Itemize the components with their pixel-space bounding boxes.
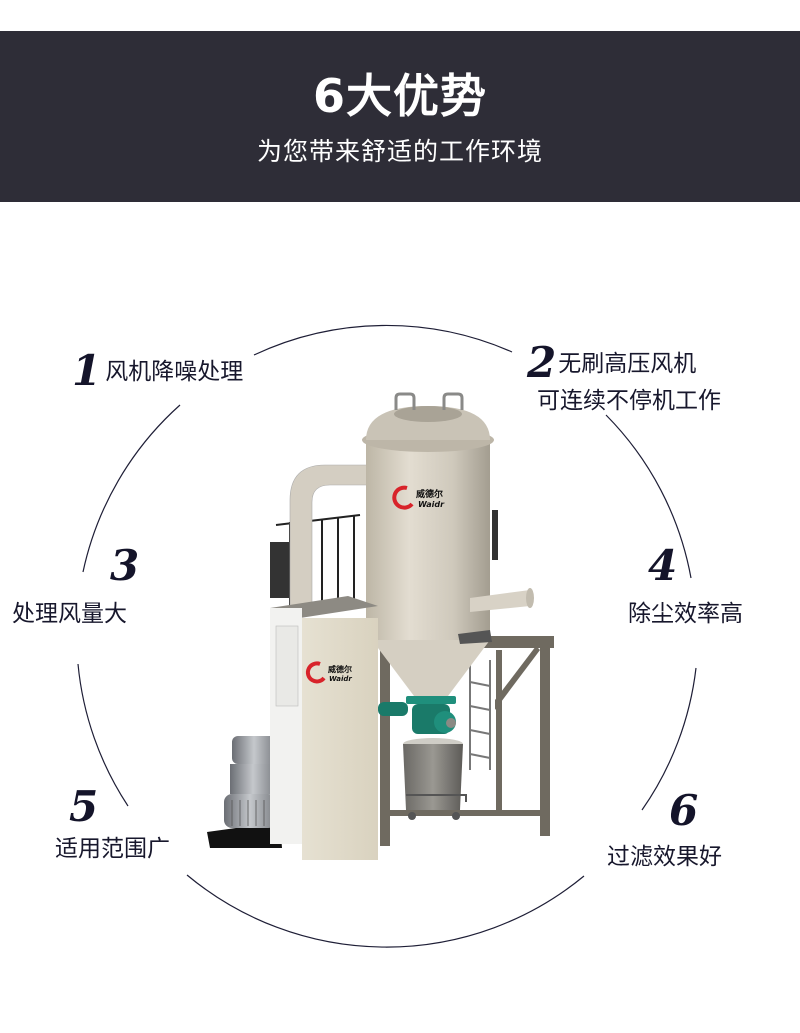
side-cylinder [270,542,290,598]
brand-logo-cabinet: 威德尔 Waidr [305,661,352,684]
feature-number: 3 [110,541,140,590]
hopper-cone [372,640,490,696]
outlet-pipe [470,590,530,612]
feature-label: 适用范围广 [55,836,170,862]
ring-arc-top [253,324,513,356]
feature-label-line2: 可连续不停机工作 [537,388,721,414]
motor-base [207,822,282,848]
motor [224,736,276,828]
feature-number: 5 [69,782,99,831]
feature-label: 除尘效率高 [628,601,743,627]
ring-arc-bottom [186,874,585,948]
feature-6: 6 过滤效果好 [607,790,722,872]
feature-4: 4 除尘效率高 [628,545,743,629]
feature-number: 2 [527,338,557,387]
feature-label: 风机降噪处理 [105,359,244,385]
svg-text:Waidr: Waidr [418,500,445,509]
feature-2: 2无刷高压风机 可连续不停机工作 [527,342,721,416]
feature-number: 6 [669,786,699,835]
collection-bin [403,738,467,820]
page-subtitle: 为您带来舒适的工作环境 [256,137,543,166]
svg-text:威德尔: 威德尔 [416,488,443,500]
inlet-pipe [289,464,373,611]
feature-label: 无刷高压风机 [558,351,697,377]
product-image: 威德尔 Waidr 威德尔 Waidr [207,392,554,860]
page-title: 6大优势 [312,69,487,123]
cyclone-tank [362,392,534,644]
header-banner: 6大优势 为您带来舒适的工作环境 [0,31,800,202]
rotary-valve [378,696,456,734]
feature-number: 4 [648,541,678,590]
feature-label: 过滤效果好 [607,844,722,870]
control-cabinet [270,596,378,860]
svg-text:威德尔: 威德尔 [328,664,352,674]
svg-text:Waidr: Waidr [329,675,352,683]
feature-3: 3 处理风量大 [12,545,139,629]
feature-5: 5 适用范围广 [55,786,170,864]
feature-label: 处理风量大 [12,601,127,627]
ladder [469,660,491,770]
feature-number: 1 [72,346,102,395]
brand-logo-tank: 威德尔 Waidr [392,485,445,510]
